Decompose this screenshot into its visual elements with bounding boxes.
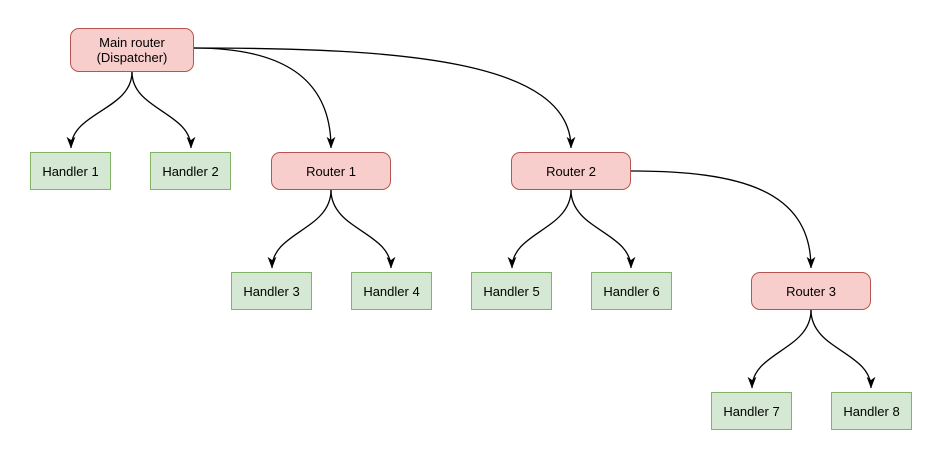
edge-router2-to-router3 bbox=[630, 170, 816, 269]
node-handler6[interactable]: Handler 6 bbox=[591, 272, 672, 310]
edge-main-to-handler2 bbox=[131, 71, 196, 149]
node-router1[interactable]: Router 1 bbox=[271, 152, 391, 190]
node-handler7[interactable]: Handler 7 bbox=[711, 392, 792, 430]
edge-router2-to-handler5 bbox=[507, 189, 572, 269]
edge-main-to-router1 bbox=[193, 47, 336, 149]
edge-router1-to-handler3 bbox=[267, 189, 332, 269]
node-handler4[interactable]: Handler 4 bbox=[351, 272, 432, 310]
edge-router3-to-handler8 bbox=[810, 309, 876, 389]
node-main[interactable]: Main router (Dispatcher) bbox=[70, 28, 194, 72]
edge-router2-to-handler6 bbox=[570, 189, 636, 269]
node-handler1[interactable]: Handler 1 bbox=[30, 152, 111, 190]
node-handler3[interactable]: Handler 3 bbox=[231, 272, 312, 310]
node-handler2[interactable]: Handler 2 bbox=[150, 152, 231, 190]
edge-router3-to-handler7 bbox=[747, 309, 812, 389]
edge-main-to-router2 bbox=[193, 47, 576, 149]
edge-main-to-handler1 bbox=[66, 71, 133, 149]
node-router2[interactable]: Router 2 bbox=[511, 152, 631, 190]
edge-router1-to-handler4 bbox=[330, 189, 396, 269]
node-router3[interactable]: Router 3 bbox=[751, 272, 871, 310]
node-handler5[interactable]: Handler 5 bbox=[471, 272, 552, 310]
node-handler8[interactable]: Handler 8 bbox=[831, 392, 912, 430]
